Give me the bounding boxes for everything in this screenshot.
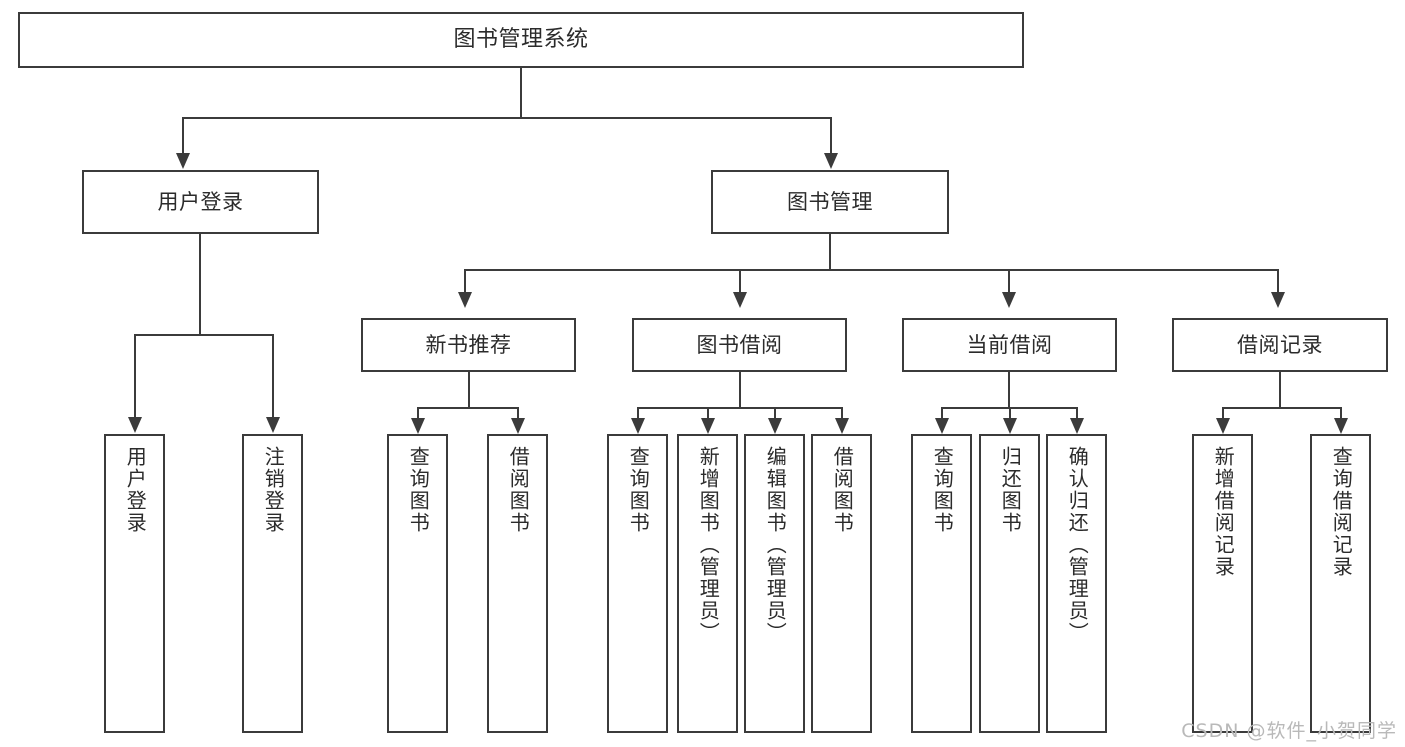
connector-root-to-user-login [182,117,184,155]
node-label: 用户登录 [157,189,244,214]
connector-book-management-bus [464,269,1278,271]
node-book-borrow[interactable]: 图书借阅 [632,318,847,372]
node-current-borrow[interactable]: 当前借阅 [902,318,1117,372]
connector-bb-to-leaf-2 [707,407,709,419]
arrow-bb-to-leaf-3 [768,418,782,434]
leaf-add-book-admin[interactable]: 新增图书（管理员） [677,434,738,733]
connector-bb-to-leaf-4 [841,407,843,419]
node-label: 编辑图书（管理员） [763,446,788,644]
node-label: 图书管理系统 [453,27,589,53]
node-label: 查询图书 [930,446,955,534]
connector-cb-to-leaf-2 [1009,407,1011,419]
connector-user-login-stem [199,234,201,335]
node-label: 借阅图书 [830,446,855,534]
leaf-query-book-borrow[interactable]: 查询图书 [607,434,668,733]
leaf-add-borrow-record[interactable]: 新增借阅记录 [1192,434,1253,733]
connector-br-to-leaf-1 [1222,407,1224,419]
arrow-cb-to-leaf-3 [1070,418,1084,434]
node-borrow-record[interactable]: 借阅记录 [1172,318,1388,372]
connector-root-bus [182,117,832,119]
connector-bb-to-leaf-3 [774,407,776,419]
arrow-root-to-user-login [176,153,190,169]
arrow-bb-to-leaf-2 [701,418,715,434]
connector-bm-to-current-borrow [1008,269,1010,293]
arrow-br-to-leaf-1 [1216,418,1230,434]
node-label: 确认归还（管理员） [1065,446,1090,644]
connector-borrow-record-stem [1279,372,1281,408]
node-label: 借阅图书 [506,446,531,534]
node-label: 图书借阅 [696,332,783,357]
leaf-query-borrow-record[interactable]: 查询借阅记录 [1310,434,1371,733]
arrow-user-login-to-leaf-2 [266,417,280,433]
leaf-confirm-return-admin[interactable]: 确认归还（管理员） [1046,434,1107,733]
connector-cb-to-leaf-1 [941,407,943,419]
node-label: 查询图书 [626,446,651,534]
leaf-borrow-book-new[interactable]: 借阅图书 [487,434,548,733]
arrow-bm-to-new-book [458,292,472,308]
node-new-book-recommend[interactable]: 新书推荐 [361,318,576,372]
connector-br-to-leaf-2 [1340,407,1342,419]
node-label: 借阅记录 [1237,332,1323,357]
connector-borrow-record-bus [1222,407,1341,409]
connector-current-borrow-stem [1008,372,1010,408]
leaf-query-book-current[interactable]: 查询图书 [911,434,972,733]
node-user-login[interactable]: 用户登录 [82,170,319,234]
connector-new-book-bus [417,407,518,409]
connector-current-borrow-bus [941,407,1076,409]
node-label: 当前借阅 [966,332,1053,357]
node-book-management[interactable]: 图书管理 [711,170,949,234]
connector-book-borrow-stem [739,372,741,408]
connector-cb-to-leaf-3 [1076,407,1078,419]
connector-user-login-bus [134,334,272,336]
connector-root-to-book-management [830,117,832,155]
node-label: 用户登录 [123,446,148,534]
arrow-new-book-to-leaf-1 [411,418,425,434]
connector-new-book-to-leaf-2 [517,407,519,419]
arrow-new-book-to-leaf-2 [511,418,525,434]
node-label: 查询借阅记录 [1329,446,1354,578]
connector-new-book-to-leaf-1 [417,407,419,419]
arrow-root-to-book-management [824,153,838,169]
node-label: 归还图书 [998,446,1023,534]
arrow-cb-to-leaf-1 [935,418,949,434]
node-label: 新增图书（管理员） [696,446,721,644]
leaf-return-book[interactable]: 归还图书 [979,434,1040,733]
connector-book-borrow-bus [637,407,842,409]
node-label: 图书管理 [787,189,873,214]
connector-bm-to-new-book [464,269,466,293]
connector-new-book-stem [468,372,470,408]
connector-user-login-to-leaf-1 [134,334,136,418]
arrow-bb-to-leaf-1 [631,418,645,434]
connector-root-stem [520,68,522,118]
leaf-logout[interactable]: 注销登录 [242,434,303,733]
arrow-bm-to-book-borrow [733,292,747,308]
arrow-user-login-to-leaf-1 [128,417,142,433]
connector-bb-to-leaf-1 [637,407,639,419]
node-root-book-management-system[interactable]: 图书管理系统 [18,12,1024,68]
arrow-br-to-leaf-2 [1334,418,1348,434]
node-label: 注销登录 [261,446,286,534]
node-label: 查询图书 [406,446,431,534]
arrow-bm-to-borrow-record [1271,292,1285,308]
node-label: 新书推荐 [425,332,512,357]
leaf-borrow-book[interactable]: 借阅图书 [811,434,872,733]
leaf-user-login[interactable]: 用户登录 [104,434,165,733]
leaf-edit-book-admin[interactable]: 编辑图书（管理员） [744,434,805,733]
connector-bm-to-borrow-record [1277,269,1279,293]
connector-user-login-to-leaf-2 [272,334,274,418]
arrow-bm-to-current-borrow [1002,292,1016,308]
connector-bm-to-book-borrow [739,269,741,293]
arrow-bb-to-leaf-4 [835,418,849,434]
node-label: 新增借阅记录 [1211,446,1236,578]
connector-book-management-stem [829,234,831,270]
leaf-query-book-new[interactable]: 查询图书 [387,434,448,733]
arrow-cb-to-leaf-2 [1003,418,1017,434]
